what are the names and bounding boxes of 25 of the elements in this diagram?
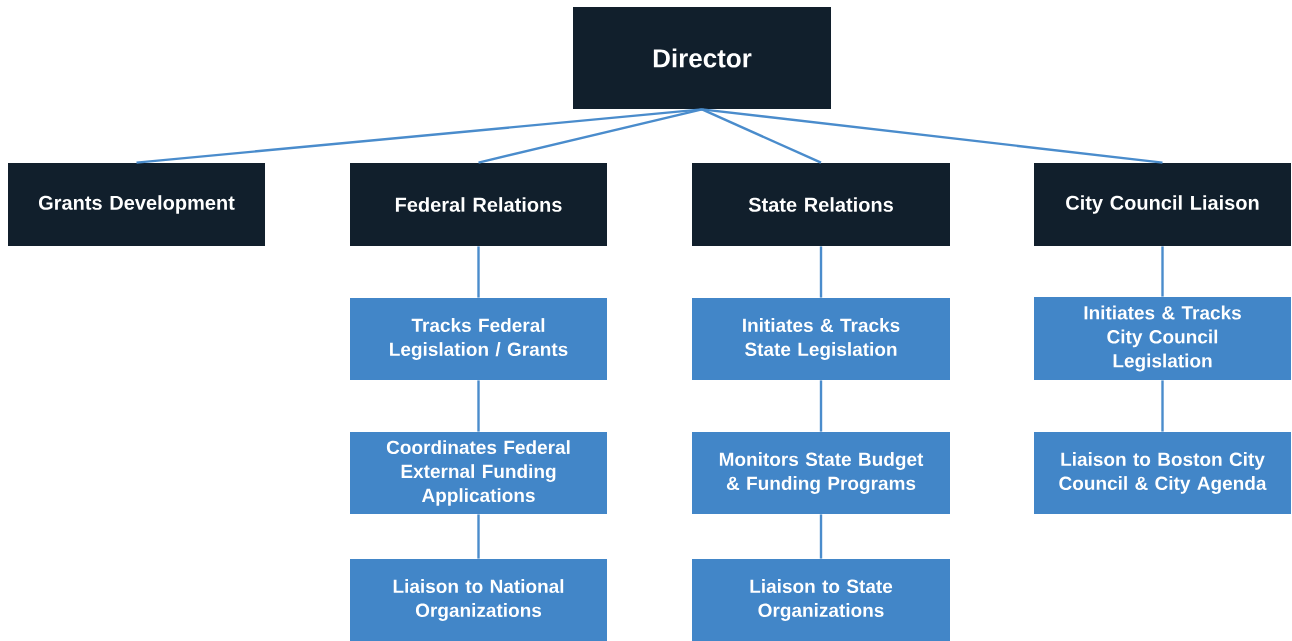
duty-box: Liaison to Boston City Council & City Agenda [1034, 432, 1291, 514]
connector-line [1161, 380, 1164, 432]
connector-line [477, 514, 480, 559]
duty-box: Initiates & Tracks City Council Legislation [1034, 297, 1291, 380]
department-box: City Council Liaison [1034, 163, 1291, 246]
connector-line [477, 246, 480, 298]
duty-box: Liaison to State Organizations [692, 559, 950, 641]
connector-line [1161, 246, 1164, 297]
connector-line [819, 380, 823, 432]
department-box: Grants Development [8, 163, 265, 246]
department-box: Federal Relations [350, 163, 607, 246]
department-box: State Relations [692, 163, 950, 246]
connector-line [477, 380, 480, 432]
connector-line [478, 108, 703, 164]
duty-box: Coordinates Federal External Funding Applications [350, 432, 607, 514]
duty-box: Monitors State Budget & Funding Programs [692, 432, 950, 514]
connector-line [701, 108, 822, 164]
duty-box: Tracks Federal Legislation / Grants [350, 298, 607, 380]
connector-line [701, 108, 1163, 164]
duty-box: Liaison to National Organizations [350, 559, 607, 641]
connector-line [819, 246, 823, 298]
duty-box: Initiates & Tracks State Legislation [692, 298, 950, 380]
connector-line [819, 514, 823, 559]
director-box: Director [573, 7, 831, 109]
connector-line [136, 108, 703, 164]
